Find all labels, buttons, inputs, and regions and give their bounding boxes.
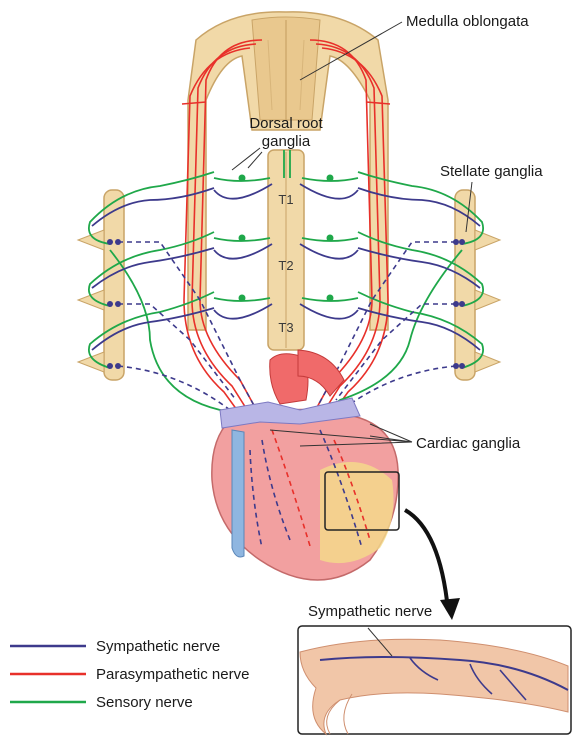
legend-label-sensory: Sensory nerve (96, 694, 193, 711)
legend-label-sympathetic: Sympathetic nerve (96, 638, 220, 655)
heart (212, 350, 398, 580)
label-T1: T1 (278, 192, 293, 207)
label-T2: T2 (278, 258, 293, 273)
legend: Sympathetic nerve Parasympathetic nerve … (10, 638, 249, 711)
label-stellate: Stellate ganglia (440, 163, 543, 180)
label-medulla: Medulla oblongata (406, 13, 529, 30)
label-T3: T3 (278, 320, 293, 335)
label-inset: Sympathetic nerve (308, 603, 432, 620)
inset-panel (298, 626, 571, 734)
label-dorsal-root-2: ganglia (262, 133, 311, 150)
label-dorsal-root-1: Dorsal root (249, 115, 323, 132)
label-cardiac: Cardiac ganglia (416, 435, 521, 452)
legend-label-parasympathetic: Parasympathetic nerve (96, 666, 249, 683)
inset-arrow (405, 510, 448, 610)
